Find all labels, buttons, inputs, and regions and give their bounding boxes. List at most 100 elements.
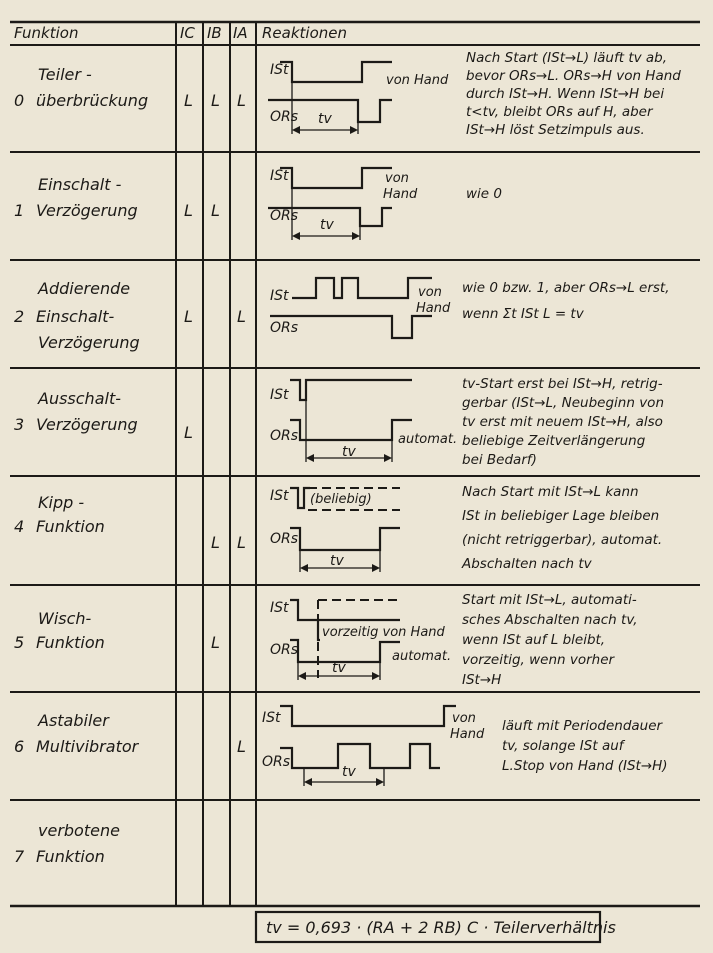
function-name-line: Kipp - bbox=[38, 493, 84, 512]
note: automat. bbox=[392, 649, 451, 664]
ic-value: L bbox=[184, 91, 193, 110]
description-line: beliebige Zeitverlängerung bbox=[462, 433, 646, 449]
table-row-0: Teiler - 0 überbrückung L L L ISt ORs tv… bbox=[14, 50, 681, 138]
tv-label: tv bbox=[342, 444, 356, 460]
header-ib: IB bbox=[207, 24, 222, 42]
ib-value: L bbox=[211, 91, 220, 110]
description-line: tv, solange ISt auf bbox=[502, 738, 626, 754]
timing-diagram: ISt vorzeitig von Hand ORs automat. tv bbox=[270, 598, 451, 680]
function-name-line: Funktion bbox=[36, 633, 105, 652]
note: vorzeitig von Hand bbox=[322, 625, 446, 640]
description-line: sches Abschalten nach tv, bbox=[462, 612, 638, 628]
function-name-line: Addierende bbox=[37, 279, 130, 298]
function-name-line: Funktion bbox=[36, 847, 105, 866]
function-number: 1 bbox=[14, 201, 24, 220]
description-line: t<tv, bleibt ORs auf H, aber bbox=[466, 104, 654, 120]
table-row-5: Wisch- 5 Funktion L ISt vorzeitig von Ha… bbox=[14, 592, 638, 688]
function-name-line: Verzögerung bbox=[36, 201, 138, 220]
tv-label: tv bbox=[320, 217, 334, 233]
ist-label: ISt bbox=[270, 488, 289, 504]
description: tv-Start erst bei ISt→H, retrig- gerbar … bbox=[462, 376, 664, 468]
ia-value: L bbox=[237, 91, 246, 110]
table-row-4: Kipp - 4 Funktion L L ISt (beliebig) ORs… bbox=[14, 484, 662, 572]
ors-label: ORs bbox=[270, 642, 298, 658]
timing-diagram: ISt ORs tv von Hand bbox=[262, 704, 485, 786]
ors-label: ORs bbox=[262, 754, 290, 770]
ors-label: ORs bbox=[270, 428, 298, 444]
description: Nach Start mit ISt→L kann ISt in beliebi… bbox=[461, 484, 662, 572]
ist-label: ISt bbox=[270, 387, 289, 403]
timing-diagram: ISt (beliebig) ORs tv bbox=[270, 486, 400, 572]
function-name-line: verbotene bbox=[38, 821, 120, 840]
header-reaktionen: Reaktionen bbox=[262, 24, 347, 42]
description-line: wenn ISt auf L bleibt, bbox=[462, 632, 605, 648]
tv-label: tv bbox=[330, 553, 344, 569]
description-line: gerbar (ISt→L, Neubeginn von bbox=[462, 395, 664, 411]
note: (beliebig) bbox=[310, 492, 372, 507]
description-line: (nicht retriggerbar), automat. bbox=[462, 532, 662, 548]
description-line: wie 0 bbox=[466, 186, 502, 202]
note: Hand bbox=[383, 187, 418, 202]
description-line: wie 0 bzw. 1, aber ORs→L erst, bbox=[462, 280, 669, 296]
ia-value: L bbox=[237, 307, 246, 326]
function-number: 0 bbox=[14, 91, 24, 110]
description-line: Abschalten nach tv bbox=[461, 556, 593, 572]
function-name-line: Verzögerung bbox=[38, 333, 140, 352]
description-line: tv-Start erst bei ISt→H, retrig- bbox=[462, 376, 663, 392]
ors-label: ORs bbox=[270, 320, 298, 336]
function-number: 7 bbox=[14, 847, 25, 866]
function-number: 2 bbox=[14, 307, 24, 326]
note: Hand bbox=[450, 727, 485, 742]
ors-label: ORs bbox=[270, 208, 298, 224]
note: von bbox=[452, 711, 476, 726]
function-name-line: Einschalt - bbox=[38, 175, 122, 194]
description-line: läuft mit Periodendauer bbox=[502, 718, 664, 734]
ist-label: ISt bbox=[262, 710, 281, 726]
table-grid bbox=[10, 20, 700, 908]
timing-diagram: ISt ORs tv von Hand bbox=[268, 166, 418, 240]
function-number: 6 bbox=[14, 737, 24, 756]
ic-value: L bbox=[184, 201, 193, 220]
ib-value: L bbox=[211, 201, 220, 220]
table-row-6: Astabiler 6 Multivibrator L ISt ORs tv v… bbox=[14, 704, 668, 786]
tv-label: tv bbox=[332, 660, 346, 676]
timing-diagram: ISt ORs tv von Hand bbox=[268, 60, 449, 134]
ist-label: ISt bbox=[270, 288, 289, 304]
ist-label: ISt bbox=[270, 600, 289, 616]
description-line: ISt→H bbox=[462, 672, 501, 688]
function-name-line: Astabiler bbox=[37, 711, 110, 730]
description-line: bei Bedarf) bbox=[462, 452, 537, 468]
function-name-line: Multivibrator bbox=[36, 737, 140, 756]
function-number: 5 bbox=[14, 633, 24, 652]
ors-label: ORs bbox=[270, 109, 298, 125]
function-number: 3 bbox=[14, 415, 24, 434]
ic-value: L bbox=[184, 423, 193, 442]
function-name-line: Teiler - bbox=[38, 65, 92, 84]
ib-value: L bbox=[211, 533, 220, 552]
function-name-line: Funktion bbox=[36, 517, 105, 536]
description-line: L.Stop von Hand (ISt→H) bbox=[502, 758, 668, 774]
description-line: ISt→H löst Setzimpuls aus. bbox=[466, 122, 645, 138]
function-name-line: Einschalt- bbox=[36, 307, 114, 326]
description: Start mit ISt→L, automati- sches Abschal… bbox=[462, 592, 638, 688]
description-line: ISt in beliebiger Lage bleiben bbox=[462, 508, 659, 524]
description-line: bevor ORs→L. ORs→H von Hand bbox=[466, 68, 681, 84]
description: läuft mit Periodendauer tv, solange ISt … bbox=[502, 718, 668, 774]
description-line: durch ISt→H. Wenn ISt→H bei bbox=[466, 86, 664, 102]
header-ic: IC bbox=[180, 24, 195, 42]
function-name-line: Ausschalt- bbox=[37, 389, 121, 408]
table-header: Funktion IC IB IA Reaktionen bbox=[14, 24, 347, 42]
header-funktion: Funktion bbox=[14, 24, 78, 42]
description-line: tv erst mit neuem ISt→H, also bbox=[462, 414, 663, 430]
formula-box: tv = 0,693 · (RA + 2 RB) C · Teilerverhä… bbox=[254, 910, 616, 944]
description-line: wenn Σt ISt L = tv bbox=[462, 306, 585, 322]
function-name-line: Verzögerung bbox=[36, 415, 138, 434]
formula: tv = 0,693 · (RA + 2 RB) C · Teilerverhä… bbox=[266, 918, 616, 937]
table-row-3: Ausschalt- 3 Verzögerung L ISt ORs tv au… bbox=[14, 376, 664, 468]
ia-value: L bbox=[237, 533, 246, 552]
ist-label: ISt bbox=[270, 62, 289, 78]
note: von bbox=[418, 285, 442, 300]
description: Nach Start (ISt→L) läuft tv ab, bevor OR… bbox=[466, 50, 681, 138]
note: automat. bbox=[398, 432, 457, 447]
